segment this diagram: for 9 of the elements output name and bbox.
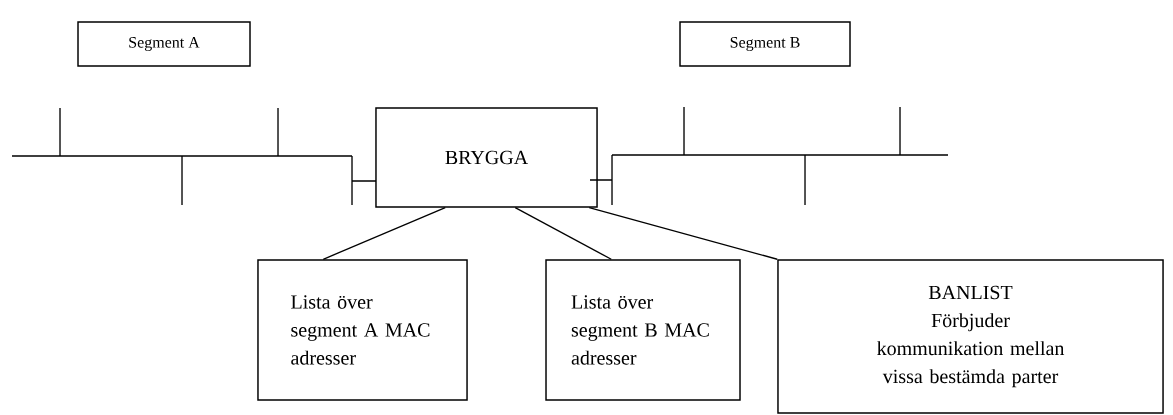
- segment-label-box: Segment B: [679, 21, 851, 67]
- connector-line: [588, 207, 778, 260]
- info-box: Lista över segment B MAC adresser: [545, 259, 741, 401]
- connector-line: [514, 207, 612, 260]
- bridge-box: BRYGGA: [375, 107, 598, 208]
- info-box: Lista över segment A MAC adresser: [257, 259, 468, 401]
- info-box: BANLIST Förbjuder kommunikation mellan vissa bestämda parter: [777, 259, 1164, 414]
- segment-label-box: Segment A: [77, 21, 251, 67]
- connector-line: [322, 207, 446, 260]
